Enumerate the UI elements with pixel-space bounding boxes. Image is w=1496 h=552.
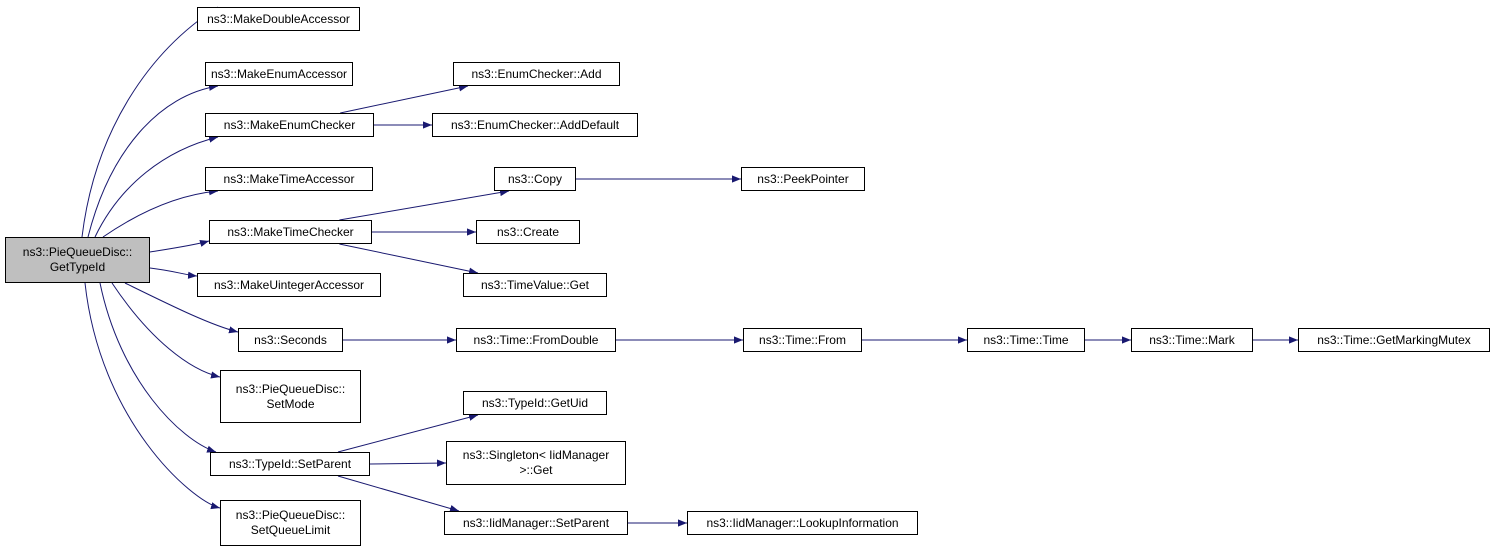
node-label: ns3::MakeTimeAccessor <box>223 171 355 186</box>
node-label: ns3::Time::Time <box>983 332 1069 347</box>
node-label: ns3::MakeUintegerAccessor <box>213 277 365 292</box>
node-mua[interactable]: ns3::MakeUintegerAccessor <box>197 273 381 297</box>
node-label: ns3::TypeId::GetUid <box>481 395 589 410</box>
node-label: ns3::PieQueueDisc:: <box>235 508 346 522</box>
node-ttm[interactable]: ns3::Time::Time <box>967 328 1085 352</box>
node-mtc[interactable]: ns3::MakeTimeChecker <box>209 220 372 244</box>
edge-mtc-tvg <box>339 243 479 275</box>
node-label: ns3::Time::GetMarkingMutex <box>1317 332 1471 347</box>
node-sec[interactable]: ns3::Seconds <box>238 328 343 352</box>
node-iml[interactable]: ns3::IidManager::LookupInformation <box>687 511 918 535</box>
node-label: ns3::Create <box>496 224 560 239</box>
node-ecd[interactable]: ns3::EnumChecker::AddDefault <box>432 113 638 137</box>
edge-mtc-cpy <box>339 188 510 221</box>
node-label: ns3::Time::Mark <box>1149 332 1235 347</box>
node-label: ns3::MakeEnumChecker <box>223 117 356 132</box>
edge-root-psq <box>84 282 221 510</box>
node-label: GetTypeId <box>49 260 106 274</box>
node-psm[interactable]: ns3::PieQueueDisc::SetMode <box>220 370 361 423</box>
edge-root-mtc <box>149 240 210 253</box>
node-label: ns3::TimeValue::Get <box>480 277 590 292</box>
node-label: ns3::EnumChecker::AddDefault <box>450 117 620 132</box>
node-label: ns3::PieQueueDisc:: <box>22 245 133 259</box>
node-psq[interactable]: ns3::PieQueueDisc::SetQueueLimit <box>220 500 361 546</box>
edge-root-mec <box>94 135 219 238</box>
node-label: ns3::Copy <box>507 171 563 186</box>
node-label: ns3::Time::From <box>759 332 846 347</box>
node-label: SetQueueLimit <box>250 523 331 537</box>
node-crt[interactable]: ns3::Create <box>476 220 580 244</box>
node-label: ns3::Singleton< IidManager <box>462 448 610 462</box>
node-label: ns3::Seconds <box>254 332 327 347</box>
node-label: ns3::PieQueueDisc:: <box>235 381 346 396</box>
node-tsp[interactable]: ns3::TypeId::SetParent <box>210 452 370 476</box>
edge-tsp-sgg <box>369 459 447 467</box>
node-label: ns3::PeekPointer <box>757 171 849 186</box>
node-tvg[interactable]: ns3::TimeValue::Get <box>463 273 607 297</box>
node-label: SetMode <box>266 396 315 411</box>
node-label: ns3::IidManager::LookupInformation <box>706 515 899 530</box>
node-tgm[interactable]: ns3::Time::GetMarkingMutex <box>1298 328 1490 352</box>
node-ims[interactable]: ns3::IidManager::SetParent <box>444 511 628 535</box>
node-tmk[interactable]: ns3::Time::Mark <box>1131 328 1253 352</box>
edge-root-mta <box>102 188 219 238</box>
edge-root-mea <box>87 83 219 238</box>
node-label: ns3::MakeDoubleAccessor <box>207 11 350 26</box>
node-label: ns3::TypeId::SetParent <box>228 456 352 471</box>
edge-root-psm <box>111 282 221 379</box>
node-mea[interactable]: ns3::MakeEnumAccessor <box>205 62 353 86</box>
node-label: ns3::Time::FromDouble <box>473 332 599 347</box>
edge-root-mda <box>81 6 219 238</box>
node-label: >::Get <box>519 463 553 477</box>
node-pkp[interactable]: ns3::PeekPointer <box>741 167 865 191</box>
node-label: ns3::IidManager::SetParent <box>462 515 610 530</box>
node-label: ns3::MakeEnumAccessor <box>210 66 348 81</box>
node-tgu[interactable]: ns3::TypeId::GetUid <box>463 391 607 415</box>
node-mec[interactable]: ns3::MakeEnumChecker <box>205 113 374 137</box>
node-mta[interactable]: ns3::MakeTimeAccessor <box>205 167 373 191</box>
edge-mec-eca <box>340 84 469 114</box>
node-eca[interactable]: ns3::EnumChecker::Add <box>453 62 620 86</box>
node-label: ns3::MakeTimeChecker <box>227 224 354 239</box>
edge-root-tsp <box>99 282 217 453</box>
node-sgg[interactable]: ns3::Singleton< IidManager>::Get <box>446 441 626 485</box>
edge-root-mua <box>149 267 198 279</box>
node-root: ns3::PieQueueDisc::GetTypeId <box>5 237 150 283</box>
node-mda[interactable]: ns3::MakeDoubleAccessor <box>197 7 360 31</box>
node-cpy[interactable]: ns3::Copy <box>494 167 576 191</box>
node-tfd[interactable]: ns3::Time::FromDouble <box>456 328 616 352</box>
node-tfr[interactable]: ns3::Time::From <box>743 328 862 352</box>
node-label: ns3::EnumChecker::Add <box>471 66 602 81</box>
